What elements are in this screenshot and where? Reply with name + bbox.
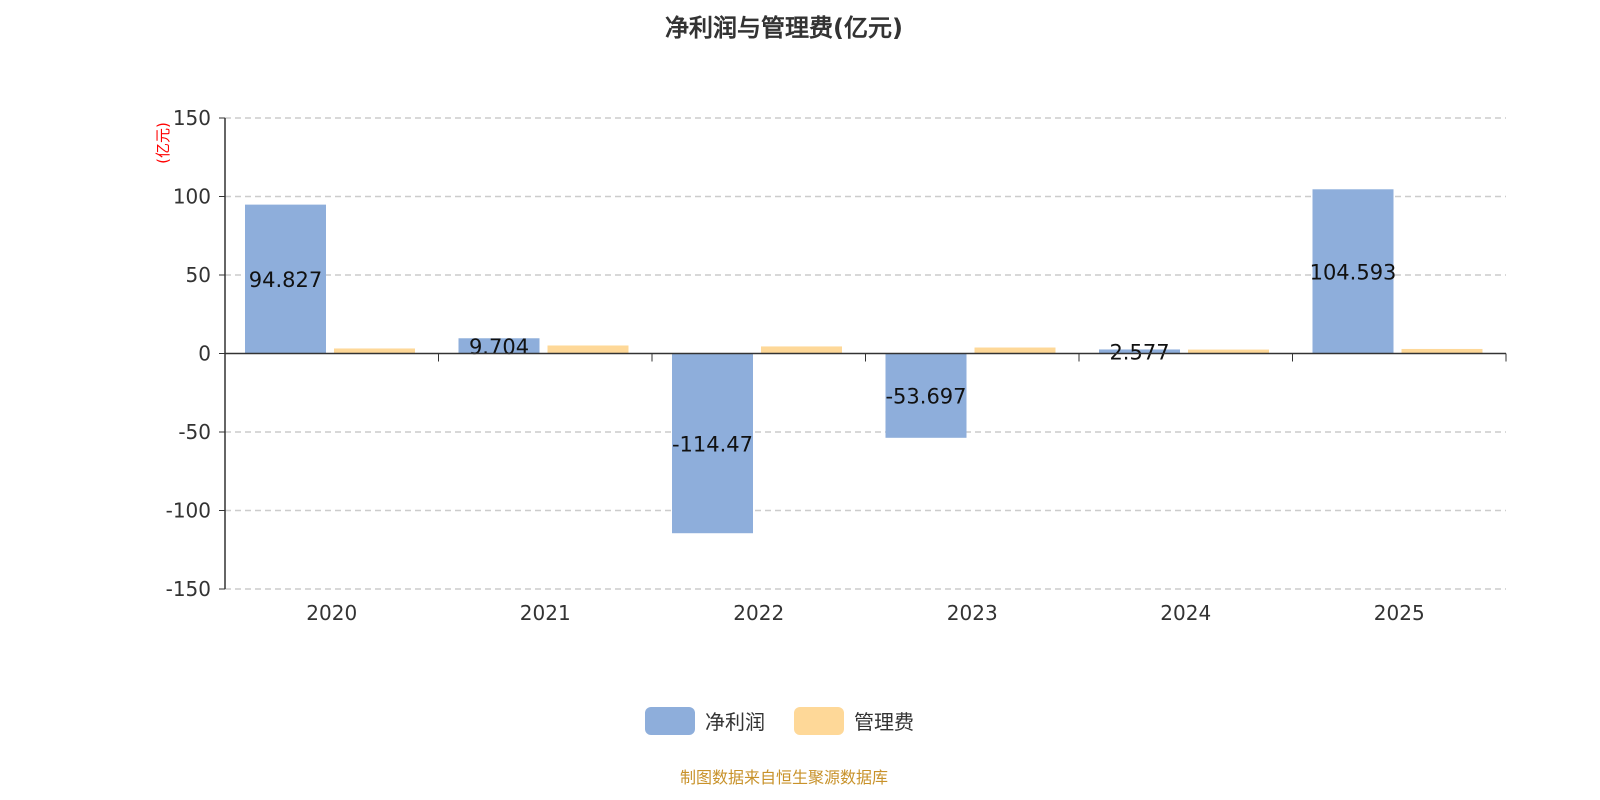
x-tick-label: 2024 [1160, 601, 1211, 625]
bar-admin-expense [547, 345, 629, 354]
legend-item-net-profit[interactable]: 净利润 [645, 706, 765, 735]
x-tick-label: 2023 [947, 601, 998, 625]
y-tick-label: -100 [166, 499, 211, 523]
bar-net-profit [1099, 349, 1180, 354]
y-tick-label: 100 [173, 185, 211, 209]
bar-net-profit [1312, 189, 1394, 354]
legend-swatch [645, 706, 695, 735]
data-label: 9.704 [469, 335, 529, 359]
x-tick-label: 2022 [733, 601, 784, 625]
y-tick-label: 150 [173, 106, 211, 130]
x-tick-label: 2025 [1374, 601, 1425, 625]
x-tick-label: 2020 [306, 601, 357, 625]
source-note: 制图数据来自恒生聚源数据库 [679, 768, 888, 787]
y-axis-label: (亿元) [154, 122, 172, 164]
bar-admin-expense [761, 346, 842, 354]
y-tick-label: 0 [198, 342, 211, 366]
data-label: 94.827 [249, 268, 322, 292]
y-tick-label: -50 [178, 420, 211, 444]
x-tick-label: 2021 [520, 601, 571, 625]
data-label: -53.697 [885, 385, 966, 409]
legend-swatch [794, 706, 844, 735]
data-label: 104.593 [1310, 260, 1397, 284]
data-label: 2.577 [1109, 340, 1169, 364]
bar-admin-expense [1401, 348, 1483, 354]
bar-admin-expense [974, 347, 1056, 354]
bar-net-profit [245, 204, 326, 354]
bar-net-profit [672, 353, 753, 534]
bar-admin-expense [1188, 349, 1269, 354]
chart-title: 净利润与管理费(亿元) [665, 14, 903, 42]
y-tick-label: -150 [166, 577, 211, 601]
bar-net-profit [458, 338, 540, 354]
legend-label: 管理费 [854, 710, 914, 734]
bar-admin-expense [334, 348, 415, 354]
data-label: -114.47 [672, 432, 753, 456]
y-tick-label: 50 [186, 263, 211, 287]
legend-item-admin-expense[interactable]: 管理费 [794, 706, 914, 735]
bar-net-profit [885, 353, 967, 438]
legend-label: 净利润 [705, 710, 765, 734]
